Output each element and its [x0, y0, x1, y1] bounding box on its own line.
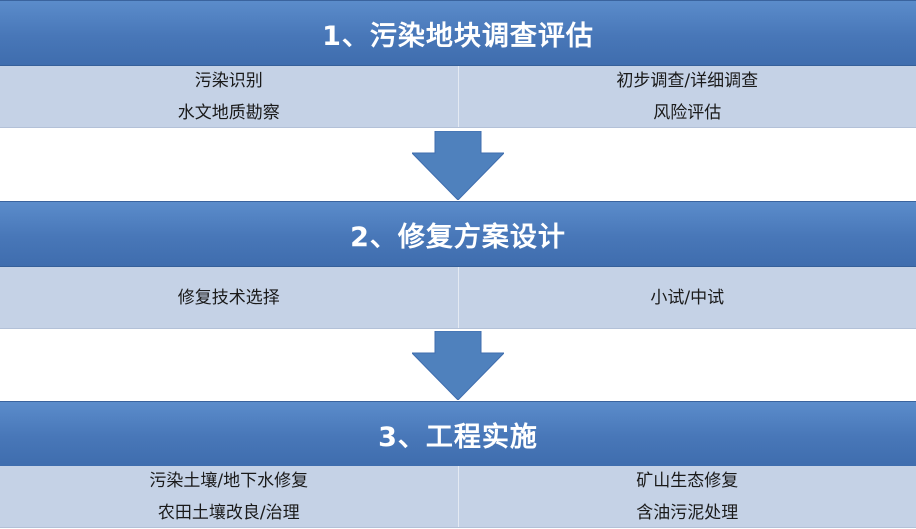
stage-3-right-cell: 矿山生态修复 含油污泥处理 — [458, 466, 916, 527]
stage-3-details: 污染土壤/地下水修复 农田土壤改良/治理 矿山生态修复 含油污泥处理 — [0, 466, 916, 528]
down-arrow-icon — [412, 131, 504, 200]
stage-1-title: 1、污染地块调查评估 — [322, 14, 594, 53]
stage-1-header: 1、污染地块调查评估 — [0, 0, 916, 66]
stage-1-details: 污染识别 水文地质勘察 初步调查/详细调查 风险评估 — [0, 66, 916, 128]
stage-3-left-item-2: 农田土壤改良/治理 — [158, 497, 300, 529]
stage-1-left-item-2: 水文地质勘察 — [178, 97, 280, 129]
down-arrow-icon — [412, 331, 504, 400]
stage-1-right-item-1: 初步调查/详细调查 — [616, 65, 758, 97]
stage-2-left-item-1: 修复技术选择 — [178, 282, 280, 314]
stage-2-title: 2、修复方案设计 — [350, 215, 566, 254]
stage-2-header: 2、修复方案设计 — [0, 201, 916, 267]
stage-3-title: 3、工程实施 — [378, 415, 538, 454]
stage-2-right-cell: 小试/中试 — [458, 267, 916, 328]
stage-3-right-item-1: 矿山生态修复 — [636, 465, 738, 497]
stage-1-right-item-2: 风险评估 — [653, 97, 721, 129]
stage-2-left-cell: 修复技术选择 — [0, 267, 458, 328]
stage-2-right-item-1: 小试/中试 — [650, 282, 724, 314]
stage-3-header: 3、工程实施 — [0, 401, 916, 467]
stage-1-left-item-1: 污染识别 — [195, 65, 263, 97]
stage-1-left-cell: 污染识别 水文地质勘察 — [0, 66, 458, 127]
stage-1-right-cell: 初步调查/详细调查 风险评估 — [458, 66, 916, 127]
stage-3-left-cell: 污染土壤/地下水修复 农田土壤改良/治理 — [0, 466, 458, 527]
stage-3-left-item-1: 污染土壤/地下水修复 — [149, 465, 308, 497]
stage-3-right-item-2: 含油污泥处理 — [636, 497, 738, 529]
stage-2-details: 修复技术选择 小试/中试 — [0, 267, 916, 329]
